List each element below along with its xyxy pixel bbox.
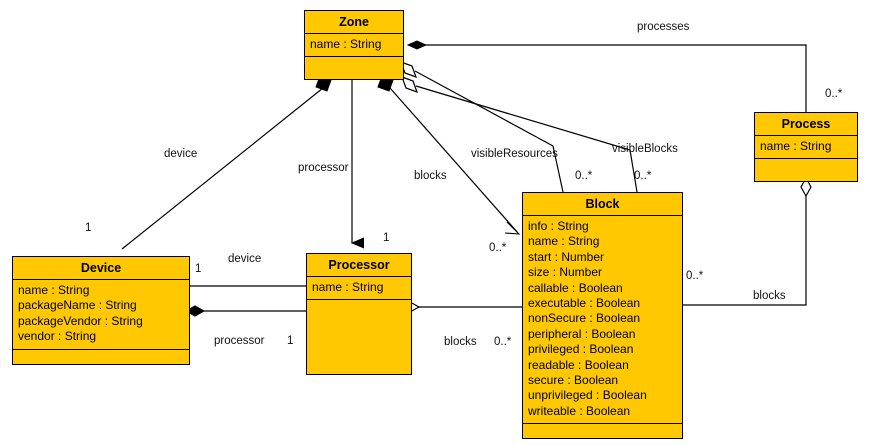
attribute-row: executable : Boolean [528,296,641,311]
attribute-row: nonSecure : Boolean [528,311,641,326]
class-zone-attributes: name : String [305,34,403,58]
multiplicity-processor-top: 1 [383,232,390,244]
class-block-name: Block [523,193,682,216]
class-zone-operations [305,57,403,79]
attribute-row: writeable : Boolean [528,403,631,418]
class-process-attributes: name : String [755,136,857,160]
multiplicity-device-right: 1 [195,263,202,275]
edge-label-device-processor: device [228,253,262,265]
edge-label-blocks-processor: blocks [444,336,477,348]
attribute-row: unprivileged : Boolean [528,388,647,403]
edge-label-device-zone: device [164,148,198,160]
multiplicity-block-visibleresources: 0..* [575,170,593,182]
edge-process-blocks [683,176,812,306]
attribute-row: packageVendor : String [18,313,143,328]
class-block-attributes: info : String name : String start : Numb… [523,216,682,425]
class-zone-name: Zone [305,11,403,34]
multiplicity-device-top: 1 [85,222,92,234]
edge-label-visibleblocks: visibleBlocks [612,143,678,155]
attribute-row: secure : Boolean [528,373,619,388]
edge-label-blocks-process: blocks [753,290,786,302]
attribute-row: info : String [528,219,589,233]
edge-label-visibleresources: visibleResources [471,148,558,160]
attribute-row: callable : Boolean [528,280,623,295]
edge-label-blocks-zone: blocks [414,170,447,182]
attribute-row: name : String [528,234,600,249]
multiplicity-block-processor-blocks: 0..* [494,336,512,348]
class-processor-name: Processor [307,254,411,277]
class-device-operations [13,350,189,364]
attribute-row: privileged : Boolean [528,342,634,357]
attribute-row: peripheral : Boolean [528,326,636,341]
class-block[interactable]: Block info : String name : String start … [522,192,683,440]
attribute-row: name : String [760,139,832,153]
class-device-attributes: name : String packageName : String packa… [13,280,189,350]
attribute-row: packageName : String [18,298,137,313]
class-device-name: Device [13,257,189,280]
edge-label-processor-zone: processor [298,162,349,174]
attribute-row: size : Number [528,265,603,280]
attribute-row: name : String [310,37,382,51]
class-processor[interactable]: Processor name : String [306,253,412,376]
edge-processor-blocks [399,301,522,313]
class-device[interactable]: Device name : String packageName : Strin… [12,256,190,365]
attribute-row: name : String [312,280,384,294]
attribute-row: vendor : String [18,329,97,344]
attribute-row: readable : Boolean [528,357,629,372]
multiplicity-block-blocks-zone: 0..* [489,242,507,254]
attribute-row: start : Number [528,249,605,264]
class-process-operations [755,159,857,181]
class-processor-operations [307,300,411,374]
attribute-row: name : String [18,283,90,297]
multiplicity-block-visibleblocks: 0..* [634,170,652,182]
class-block-operations [523,424,682,438]
class-process-name: Process [755,113,857,136]
class-zone[interactable]: Zone name : String [304,10,404,81]
multiplicity-processor-bottom: 1 [287,335,294,347]
class-process[interactable]: Process name : String [754,112,858,183]
class-processor-attributes: name : String [307,277,411,301]
edge-label-processes: processes [637,21,690,33]
edge-zone-processes-process [406,40,807,112]
multiplicity-block-process-blocks: 0..* [686,270,704,282]
multiplicity-process-top: 0..* [825,88,843,100]
edge-label-processor-device: processor [214,335,265,347]
edge-device-processor [184,305,306,317]
